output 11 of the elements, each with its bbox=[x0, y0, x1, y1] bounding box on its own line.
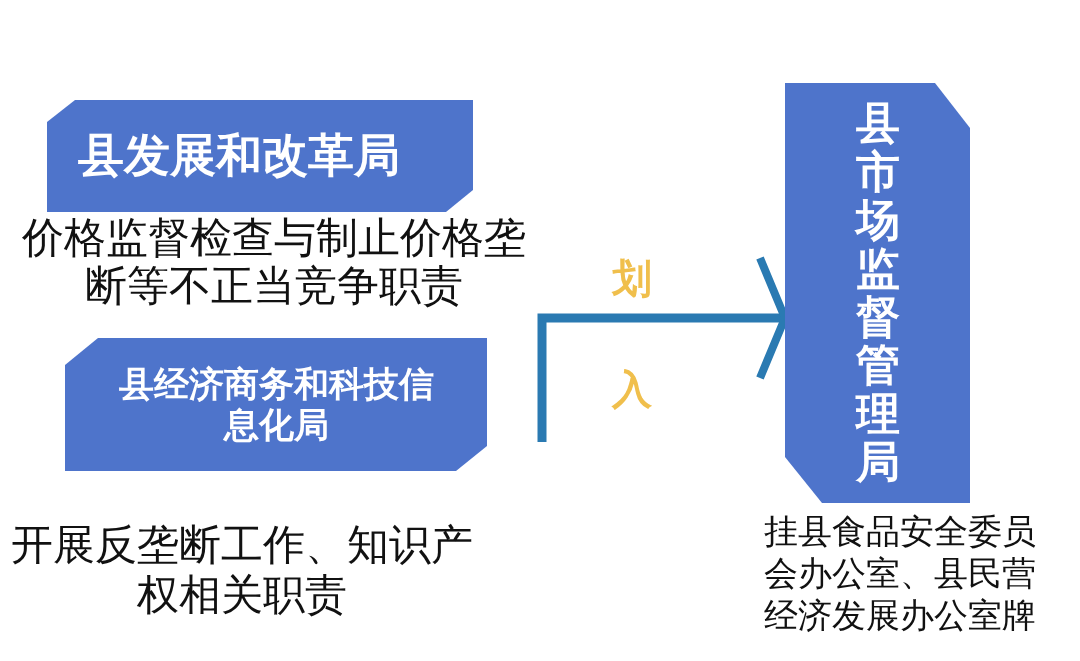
department-name: 县经济商务和科技信息化局 bbox=[117, 364, 435, 445]
description-text: 挂县食品安全委员会办公室、县民营经济发展办公室牌 bbox=[763, 510, 1037, 636]
department-name: 县市场监督管理局 bbox=[855, 99, 900, 487]
description-text: 价格监督检查与制止价格垄断等不正当竞争职责 bbox=[21, 214, 527, 310]
department-box bbox=[47, 100, 473, 212]
description-text: 开展反垄断工作、知识产权相关职责 bbox=[10, 520, 474, 620]
department-name: 县发展和改革局 bbox=[78, 128, 400, 184]
department-box bbox=[65, 338, 487, 471]
arrow-caption: 划 bbox=[612, 258, 652, 298]
department-box bbox=[785, 83, 970, 503]
arrow-caption: 入 bbox=[612, 369, 652, 409]
